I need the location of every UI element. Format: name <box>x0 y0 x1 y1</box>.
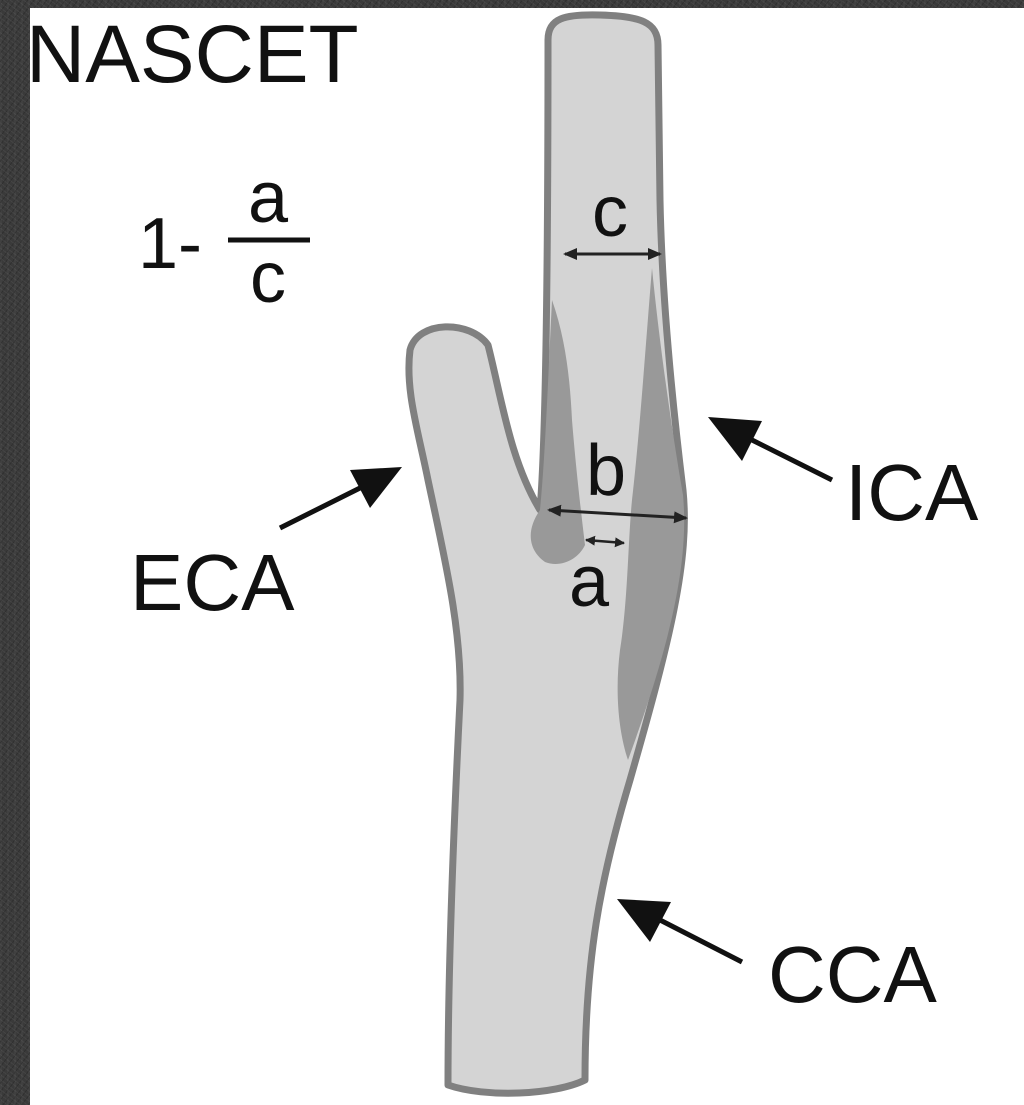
formula-denominator: c <box>250 238 286 318</box>
label-ica: ICA <box>845 448 979 537</box>
label-b: b <box>586 431 626 511</box>
label-c: c <box>592 172 628 252</box>
formula-numerator: a <box>248 158 289 238</box>
formula-prefix: 1- <box>138 204 202 284</box>
nascet-formula: 1- a c <box>138 158 310 318</box>
eca-arrow <box>280 467 402 528</box>
ica-arrow <box>708 417 832 480</box>
diagram-title: NASCET <box>26 9 359 100</box>
label-eca: ECA <box>130 538 295 627</box>
cca-arrow <box>617 899 742 962</box>
label-a: a <box>569 542 610 622</box>
label-cca: CCA <box>768 930 938 1019</box>
